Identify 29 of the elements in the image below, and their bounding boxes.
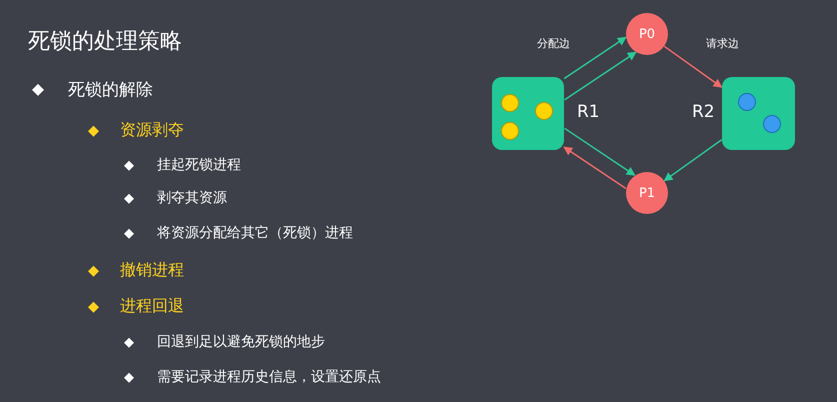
resource-label: R1: [577, 102, 600, 122]
bullet-text: 将资源分配给其它（死锁）进程: [157, 224, 353, 242]
bullet-text: 需要记录进程历史信息，设置还原点: [157, 368, 381, 386]
resource-instance-dot: [535, 102, 553, 120]
resource-label: R2: [692, 102, 715, 122]
arrow: [563, 146, 626, 190]
bullet-text: 回退到足以避免死锁的地步: [157, 333, 325, 351]
bullet-text: 资源剥夺: [120, 120, 184, 141]
resource-instance-dot: [738, 93, 756, 111]
arrow: [564, 128, 636, 176]
arrow: [664, 139, 722, 182]
bullet-text: 剥夺其资源: [157, 189, 227, 207]
arrow: [564, 36, 627, 80]
resource-instance-dot: [501, 94, 519, 112]
arrow: [564, 52, 637, 101]
bullet-text: 挂起死锁进程: [157, 156, 241, 174]
slide-title: 死锁的处理策略: [28, 28, 182, 56]
bullet-text: 进程回退: [120, 296, 184, 317]
resource-box: [492, 77, 564, 150]
process-circle: P1: [626, 172, 668, 214]
resource-instance-dot: [763, 115, 781, 133]
edge-type-label: 分配边: [537, 36, 570, 51]
edge-type-label: 请求边: [706, 36, 739, 51]
resource-box: [722, 77, 795, 150]
bullet-text: 撤销进程: [120, 260, 184, 281]
bullet-text: 死锁的解除: [68, 79, 153, 101]
process-circle: P0: [626, 13, 668, 55]
resource-instance-dot: [501, 122, 519, 140]
arrow: [664, 46, 722, 88]
